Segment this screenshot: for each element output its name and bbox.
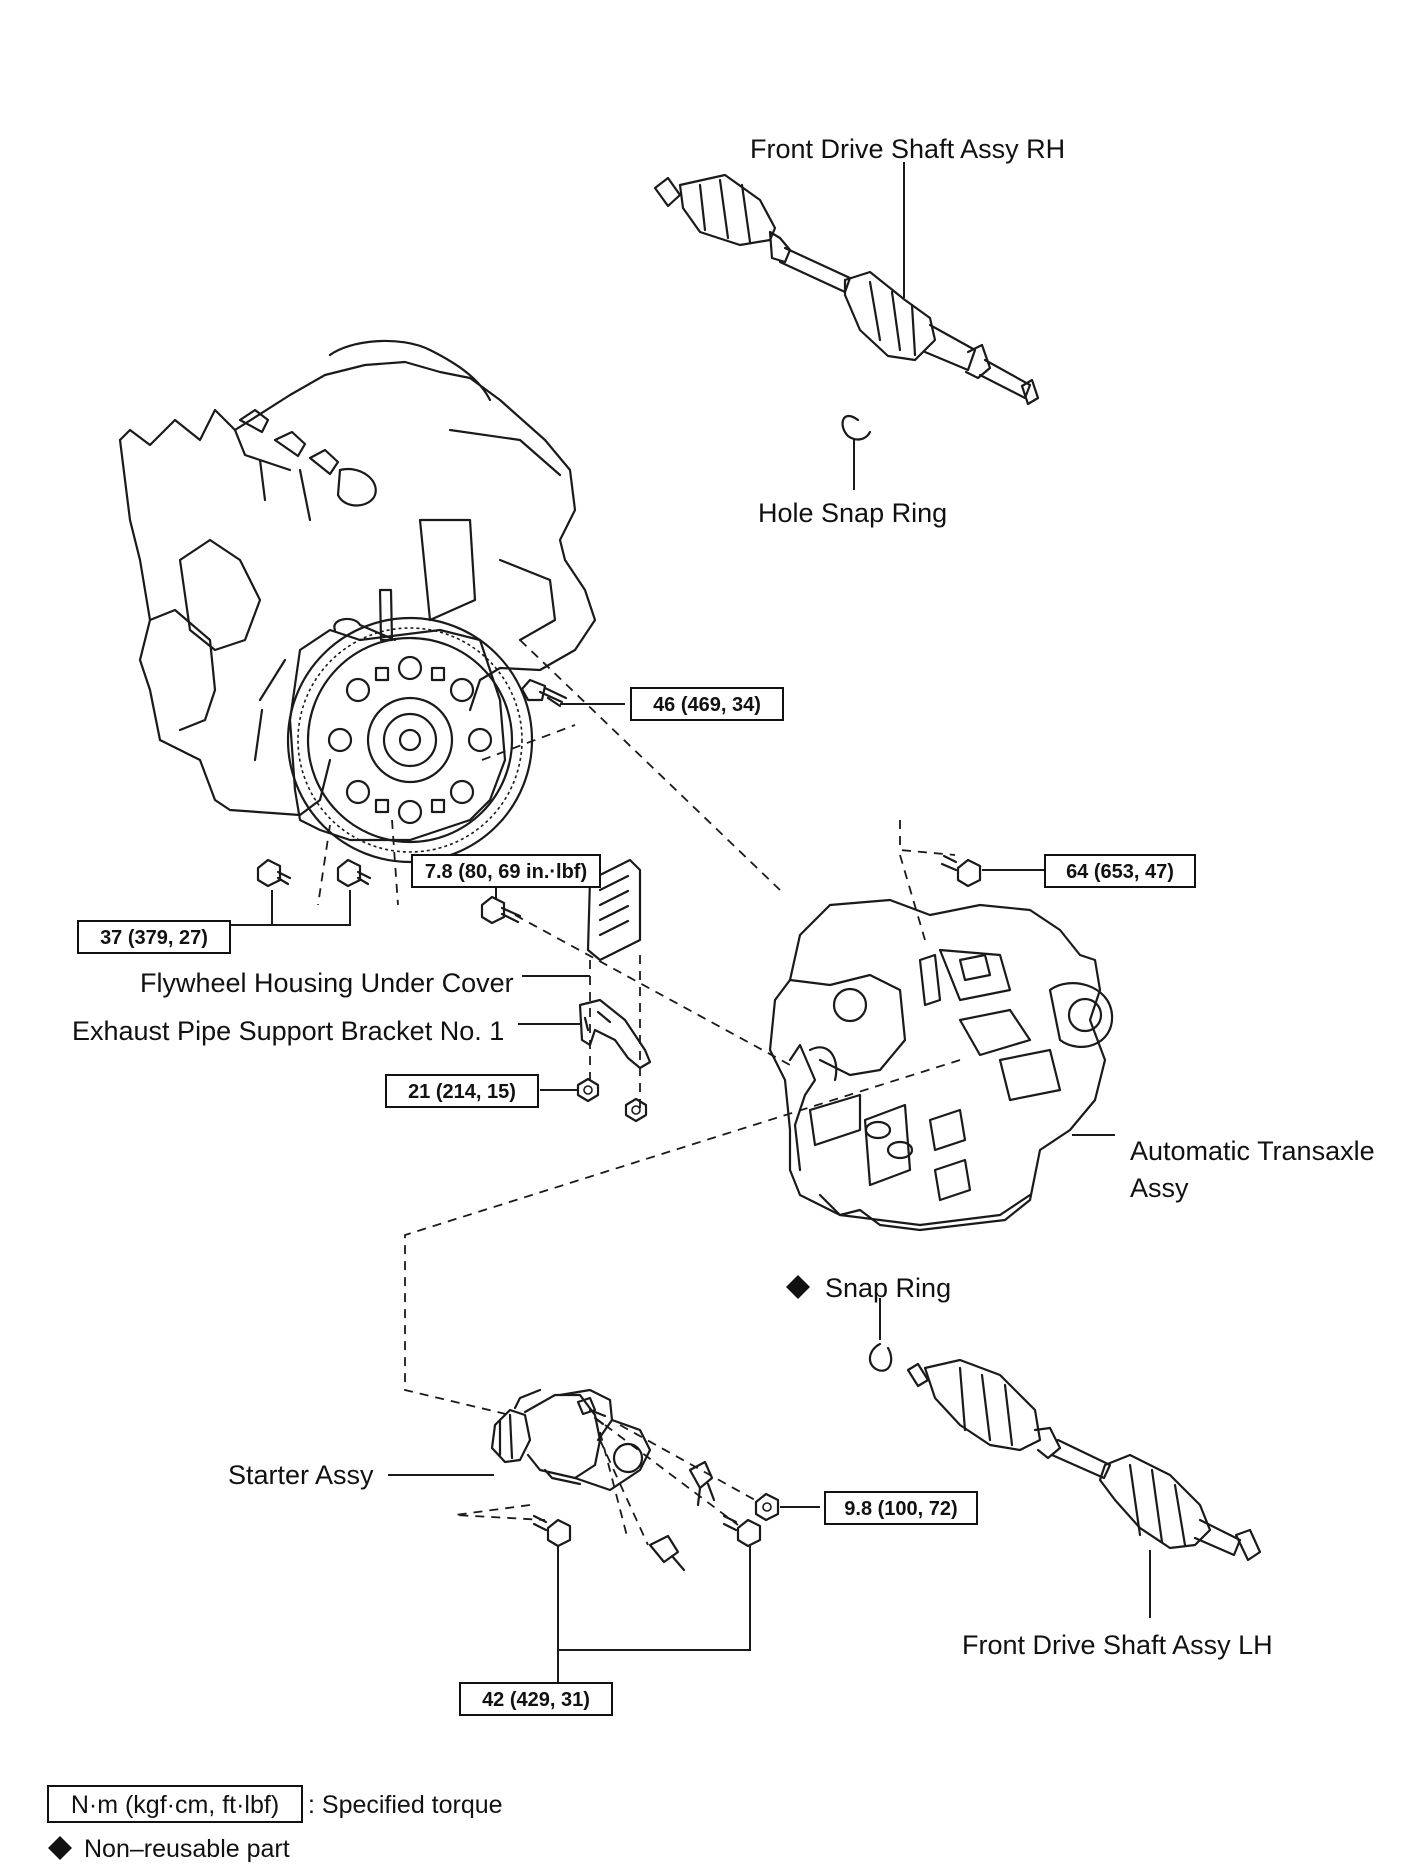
label-flywheel-housing-under-cover: Flywheel Housing Under Cover (140, 968, 514, 998)
diamond-icon (786, 1275, 810, 1299)
label-front-drive-shaft-lh: Front Drive Shaft Assy LH (962, 1630, 1273, 1660)
torque-64-text: 64 (653, 47) (1066, 861, 1174, 883)
torque-42-text: 42 (429, 31) (482, 1689, 590, 1711)
bolt-37-b (336, 858, 372, 888)
snap-ring-part (868, 1342, 893, 1372)
label-snap-ring: Snap Ring (825, 1273, 951, 1303)
bolt-64 (940, 854, 982, 888)
nut-21-b (624, 1097, 648, 1123)
bolt-37-a (256, 858, 292, 888)
leader-lines (230, 162, 1151, 1683)
drive-plate (253, 616, 534, 864)
torque-box-42: 42 (429, 31) (459, 1682, 613, 1716)
engine-block (118, 339, 597, 817)
torque-37-text: 37 (379, 27) (100, 927, 208, 949)
label-hole-snap-ring: Hole Snap Ring (758, 498, 947, 528)
front-drive-shaft-rh (653, 173, 1040, 406)
torque-78-text: 7.8 (80, 69 in.·lbf) (425, 861, 587, 883)
starter-wire-connector (648, 1460, 716, 1572)
starter-assy-part (490, 1388, 652, 1492)
torque-box-21: 21 (214, 15) (385, 1074, 539, 1108)
exhaust-pipe-support-bracket-part (578, 998, 652, 1070)
torque-98-text: 9.8 (100, 72) (844, 1498, 957, 1520)
label-starter-assy: Starter Assy (228, 1460, 374, 1490)
torque-box-64: 64 (653, 47) (1044, 854, 1196, 888)
legend-non-reusable: Non–reusable part (84, 1835, 290, 1863)
bolt-78 (480, 895, 522, 925)
front-drive-shaft-lh (906, 1358, 1262, 1562)
torque-21-text: 21 (214, 15) (408, 1081, 516, 1103)
bolt-46 (520, 678, 568, 708)
hole-snap-ring-part (841, 414, 872, 441)
label-front-drive-shaft-rh: Front Drive Shaft Assy RH (750, 134, 1065, 164)
bolt-42-b (722, 1514, 762, 1548)
torque-46-text: 46 (469, 34) (653, 694, 761, 716)
flywheel-housing-under-cover-part (586, 858, 642, 962)
torque-box-98: 9.8 (100, 72) (824, 1491, 978, 1525)
legend-torque-box (47, 1785, 303, 1823)
assembly-lines (317, 639, 961, 1546)
label-automatic-transaxle-line1: Automatic Transaxle (1130, 1136, 1375, 1166)
legend-torque-unit: N·m (kgf·cm, ft·lbf) (71, 1791, 279, 1819)
nut-21-a (576, 1077, 600, 1103)
label-exhaust-pipe-support-bracket: Exhaust Pipe Support Bracket No. 1 (72, 1016, 504, 1046)
nut-98 (754, 1492, 780, 1522)
torque-box-78: 7.8 (80, 69 in.·lbf) (411, 854, 601, 888)
torque-box-37: 37 (379, 27) (77, 920, 231, 954)
legend: N·m (kgf·cm, ft·lbf) : Specified torque … (47, 1785, 503, 1863)
torque-box-46: 46 (469, 34) (630, 687, 784, 721)
legend-torque-desc: : Specified torque (308, 1791, 503, 1819)
label-automatic-transaxle-line2: Assy (1130, 1173, 1189, 1203)
legend-diamond-icon (48, 1836, 72, 1860)
automatic-transaxle-part (768, 898, 1114, 1232)
